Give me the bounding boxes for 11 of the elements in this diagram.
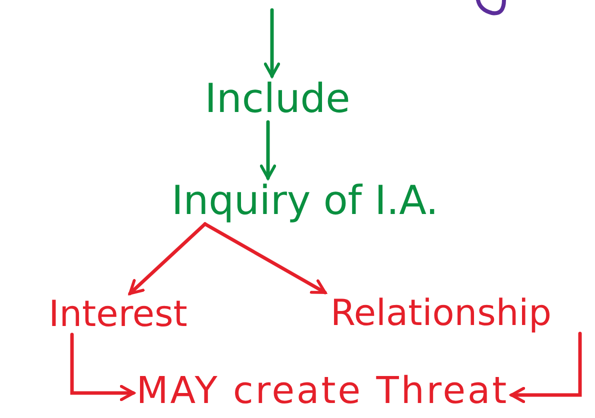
arrow	[264, 8, 280, 78]
node-label: MAY create Threat	[136, 368, 509, 412]
arrow	[203, 222, 327, 294]
arrow	[128, 222, 207, 296]
node-label: Relationship	[330, 292, 552, 334]
arrow	[70, 332, 136, 402]
node-label: Include	[204, 76, 350, 122]
node-label: Interest	[48, 294, 188, 334]
arrow	[260, 120, 276, 180]
arrow	[510, 332, 582, 404]
node-label: Inquiry of I.A.	[172, 178, 438, 224]
